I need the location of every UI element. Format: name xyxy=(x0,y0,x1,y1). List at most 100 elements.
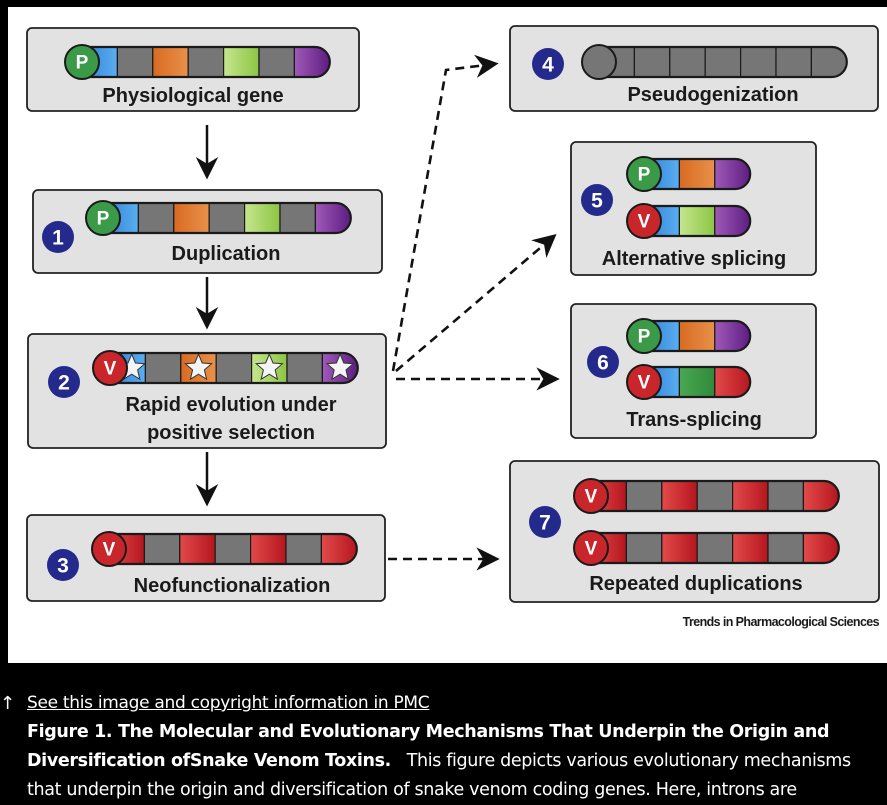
promoter-letter: P xyxy=(76,53,89,74)
exon-segment xyxy=(678,321,716,351)
box-label: Pseudogenization xyxy=(627,84,798,106)
positive-selection-star-icon xyxy=(325,353,355,381)
step-number: 1 xyxy=(52,227,64,250)
mechanism-box-duplication: 1 P Duplication xyxy=(32,189,383,274)
exon-segment xyxy=(714,367,751,397)
venom-promoter-icon xyxy=(573,478,609,514)
intron-segment xyxy=(704,47,742,77)
dashed-arrow-to-pseudogenization xyxy=(391,54,499,372)
step-number-badge xyxy=(42,221,74,253)
step-number-badge xyxy=(47,549,79,581)
exon-segment xyxy=(250,534,287,564)
intron-segment xyxy=(696,481,734,511)
arrow-up-icon: ↑ xyxy=(0,692,16,714)
step-number: 4 xyxy=(542,54,554,77)
promoter-letter: V xyxy=(638,212,651,233)
intron-segment xyxy=(633,47,671,77)
exon-segment xyxy=(714,159,751,189)
box-label: Duplication xyxy=(172,243,281,265)
step-number-badge xyxy=(532,48,564,80)
intron-segment xyxy=(285,534,323,564)
gene-construct xyxy=(581,44,848,80)
gene-outline xyxy=(107,532,358,566)
caption-text: Figure 1. The Molecular and Evolutionary… xyxy=(27,718,885,805)
venom-promoter-icon xyxy=(626,203,662,239)
exon-segment xyxy=(661,481,698,511)
gene-construct: V xyxy=(92,350,359,386)
caption-title: Figure 1. The Molecular and Evolutionary… xyxy=(27,722,830,771)
journal-credit: Trends in Pharmacological Sciences xyxy=(683,615,880,629)
intron-segment xyxy=(625,481,663,511)
promoter-letter: P xyxy=(638,165,651,186)
exon-segment xyxy=(173,203,210,233)
exon-segment xyxy=(678,206,716,236)
gene-construct: P xyxy=(626,318,752,354)
intron-segment xyxy=(215,353,253,383)
gene-construct: P xyxy=(85,200,352,236)
promoter-letter: P xyxy=(97,209,110,230)
gene-outline xyxy=(108,351,359,385)
gene-construct: P xyxy=(64,44,331,80)
intron-segment xyxy=(208,203,246,233)
exon-segment xyxy=(314,203,351,233)
gene-construct: V xyxy=(626,364,752,400)
intron-segment xyxy=(767,481,805,511)
pmc-link-row[interactable]: ↑ See this image and copyright informati… xyxy=(0,690,430,716)
step-number: 5 xyxy=(591,190,603,213)
intron-segment xyxy=(767,533,805,563)
promoter-letter: V xyxy=(585,487,598,508)
intron-segment xyxy=(187,47,225,77)
step-number-badge xyxy=(48,366,80,398)
mechanism-box-trans-splicing: 6 PV Trans-splicing xyxy=(570,303,817,439)
mechanism-box-physiological: P Physiological gene xyxy=(26,27,360,112)
box-label: Repeated duplications xyxy=(589,573,802,595)
intron-segment xyxy=(286,353,324,383)
gene-construct: V xyxy=(573,530,840,566)
intron-segment xyxy=(214,534,252,564)
physiological-promoter-icon xyxy=(626,156,662,192)
intron-segment xyxy=(279,203,317,233)
exon-segment xyxy=(152,47,189,77)
pmc-copyright-link[interactable]: See this image and copyright information… xyxy=(27,693,430,713)
step-number-badge xyxy=(587,346,619,378)
box-label: positive selection xyxy=(147,422,315,444)
physiological-promoter-icon xyxy=(626,318,662,354)
promoter-letter: V xyxy=(103,540,116,561)
gene-outline xyxy=(589,531,840,565)
gene-outline xyxy=(642,365,752,399)
intron-segment xyxy=(137,203,175,233)
gene-construct: V xyxy=(91,531,358,567)
promoter-letter: V xyxy=(585,539,598,560)
promoter-letter: V xyxy=(104,359,117,380)
gene-outline xyxy=(80,45,331,79)
physiological-promoter-icon xyxy=(64,44,100,80)
mechanism-box-neofunctionalization: 3 V Neofunctionalization xyxy=(26,514,386,602)
box-label: Alternative splicing xyxy=(602,248,787,270)
intron-segment xyxy=(669,47,706,77)
step-number: 6 xyxy=(597,352,609,375)
step-number: 3 xyxy=(57,555,69,578)
promoter-letter: P xyxy=(638,327,651,348)
exon-segment xyxy=(320,534,357,564)
box-label: Trans-splicing xyxy=(626,409,762,431)
intron-segment xyxy=(810,47,847,77)
exon-segment xyxy=(731,481,769,511)
step-number: 7 xyxy=(539,512,551,535)
inactive-promoter-icon xyxy=(581,44,617,80)
dashed-arrow-to-alternative-splicing xyxy=(395,233,557,372)
exon-segment xyxy=(802,481,839,511)
physiological-promoter-icon xyxy=(85,200,121,236)
box-label: Physiological gene xyxy=(102,85,283,107)
caption-body: This figure depicts various evolutionary… xyxy=(27,751,851,800)
exon-segment xyxy=(714,206,751,236)
gene-outline xyxy=(589,479,840,513)
step-number-badge xyxy=(529,506,561,538)
exon-segment xyxy=(731,533,769,563)
intron-segment xyxy=(696,533,734,563)
box-label: Neofunctionalization xyxy=(134,575,331,597)
intron-segment xyxy=(625,533,663,563)
venom-promoter-icon xyxy=(92,350,128,386)
